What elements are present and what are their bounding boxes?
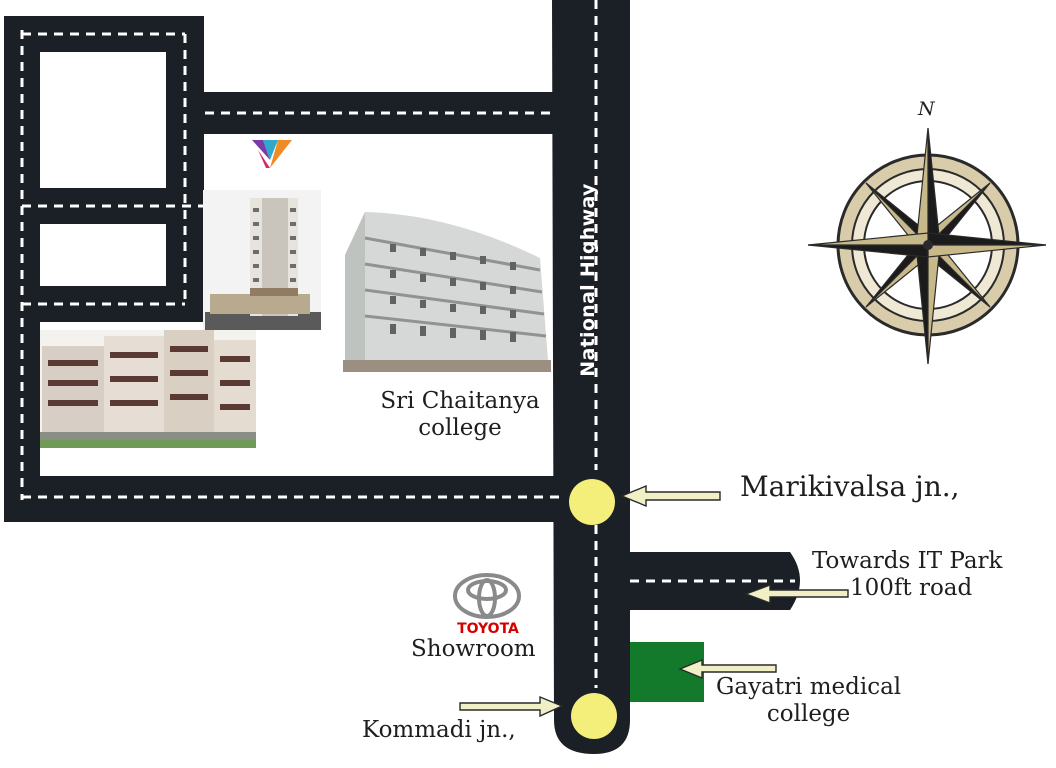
road-network bbox=[4, 0, 800, 754]
brand-logo bbox=[252, 140, 292, 168]
toyota-showroom-label: Showroom bbox=[411, 636, 536, 662]
pointer-arrows bbox=[459, 484, 849, 718]
sri-chaitanya-college-label: Sri Chaitanya college bbox=[376, 388, 544, 442]
kommadi-junction-label: Kommadi jn., bbox=[362, 717, 516, 743]
kommadi-junction-marker bbox=[571, 693, 617, 739]
it-park-line2: 100ft road bbox=[850, 575, 973, 602]
college-building-image bbox=[343, 172, 551, 372]
toyota-brand-label: TOYOTA bbox=[457, 621, 519, 637]
toyota-logo-icon bbox=[453, 573, 521, 619]
it-park-label: Towards IT Park 100ft road bbox=[812, 548, 1002, 602]
college-label-line2: college bbox=[418, 415, 502, 442]
kommadi-arrow bbox=[459, 695, 564, 718]
it-park-line1: Towards IT Park bbox=[812, 548, 1003, 574]
marikivalsa-junction-marker bbox=[569, 479, 615, 525]
it-park-arrow bbox=[744, 583, 849, 605]
marikivalsa-arrow bbox=[620, 484, 721, 508]
apartment-complex-image bbox=[40, 330, 256, 448]
marikivalsa-junction-label: Marikivalsa jn., bbox=[740, 470, 960, 503]
compass-rose-icon bbox=[807, 127, 1047, 365]
tower-building-image bbox=[203, 190, 321, 330]
gayatri-medical-college-label: Gayatri medical college bbox=[716, 674, 901, 728]
national-highway-label: National Highway bbox=[577, 183, 599, 377]
gayatri-line2: college bbox=[766, 701, 851, 728]
gayatri-arrow bbox=[678, 658, 777, 680]
compass-north-label: N bbox=[918, 98, 935, 120]
college-label-line1: Sri Chaitanya bbox=[380, 388, 540, 414]
gayatri-line1: Gayatri medical bbox=[716, 674, 902, 700]
